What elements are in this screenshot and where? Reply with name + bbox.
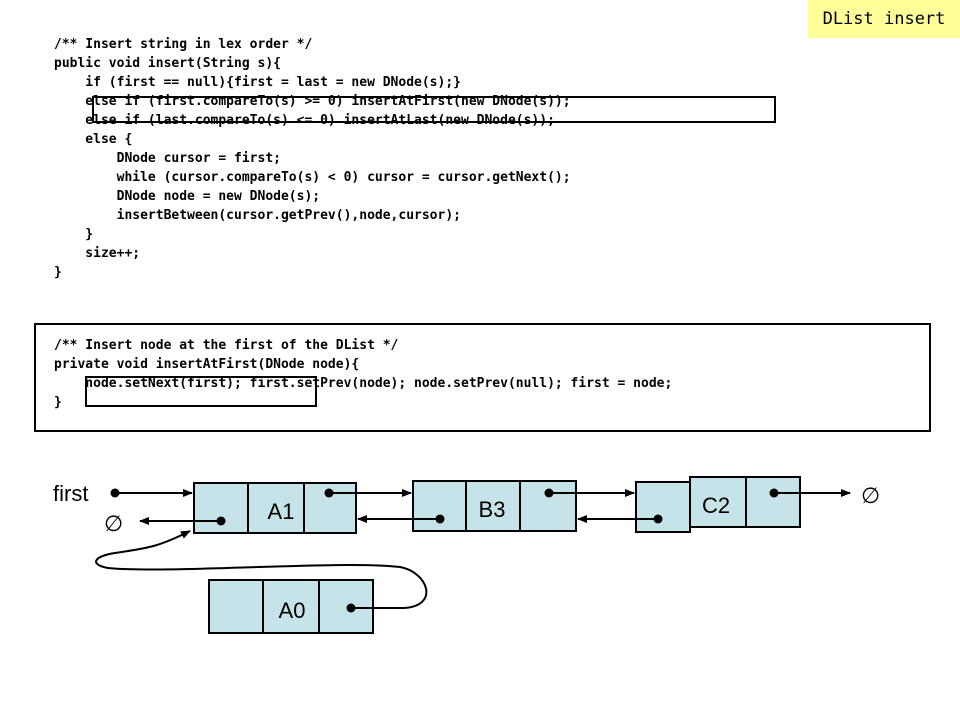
code-line: size++; xyxy=(54,246,141,261)
code-line: DNode node = new DNode(s); xyxy=(54,189,321,204)
node-a1: A1 xyxy=(193,482,357,534)
node-a0: A0 xyxy=(208,579,374,634)
code-line: } xyxy=(54,227,94,242)
node-label-a1: A1 xyxy=(268,499,295,524)
first-pointer-label: first xyxy=(53,481,88,506)
pointer-dot xyxy=(653,514,663,524)
pointer-dot xyxy=(216,516,226,526)
node-cell xyxy=(262,579,320,634)
pointer-dot xyxy=(110,488,120,498)
code-line: insertBetween(cursor.getPrev(),node,curs… xyxy=(54,208,461,223)
node-cell xyxy=(412,480,467,532)
code-line: /** Insert string in lex order */ xyxy=(54,37,313,52)
insert-at-first-frame xyxy=(34,323,931,432)
pointer-origin-dots xyxy=(110,488,779,613)
pointer-arrows xyxy=(95,489,851,609)
node-label-c2: C2 xyxy=(702,493,730,518)
code-line: while (cursor.compareTo(s) < 0) cursor =… xyxy=(54,170,571,185)
pointer-dot xyxy=(346,603,356,613)
node-label-a0: A0 xyxy=(279,598,306,623)
pointer-dot xyxy=(324,488,334,498)
highlight-box-set-next xyxy=(85,376,317,407)
code-line: else { xyxy=(54,132,133,147)
code-line: /** Insert node at the first of the DLis… xyxy=(54,338,399,353)
node-b3: B3 xyxy=(412,480,577,532)
node-cell xyxy=(318,579,374,634)
node-cell xyxy=(208,579,264,634)
insert-method-code: /** Insert string in lex order */ public … xyxy=(54,35,571,282)
pointer-dot xyxy=(435,514,445,524)
code-line: } xyxy=(54,395,62,410)
node-cell xyxy=(635,481,691,533)
null-symbol-right: ∅ xyxy=(861,483,880,508)
node-cell xyxy=(519,480,577,532)
node-cell xyxy=(745,476,801,528)
slide-title-tag: DList insert xyxy=(808,0,960,38)
code-line: public void insert(String s){ xyxy=(54,56,281,71)
node-label-b3: B3 xyxy=(479,497,506,522)
code-line-highlighted: node.setNext(first); first.setPrev(node)… xyxy=(54,376,673,391)
null-symbol-left: ∅ xyxy=(104,511,123,536)
code-line: if (first == null){first = last = new DN… xyxy=(54,75,461,90)
code-line: private void insertAtFirst(DNode node){ xyxy=(54,357,360,372)
node-cell xyxy=(247,482,305,534)
node-c2: C2 xyxy=(635,476,801,533)
highlight-box-else-if xyxy=(92,96,776,123)
code-line: } xyxy=(54,265,62,280)
pointer-dot xyxy=(769,488,779,498)
code-line: DNode cursor = first; xyxy=(54,151,281,166)
insert-at-first-code: /** Insert node at the first of the DLis… xyxy=(54,336,672,412)
pointer-dot xyxy=(544,488,554,498)
a0-next-to-a1-curve xyxy=(95,530,428,609)
